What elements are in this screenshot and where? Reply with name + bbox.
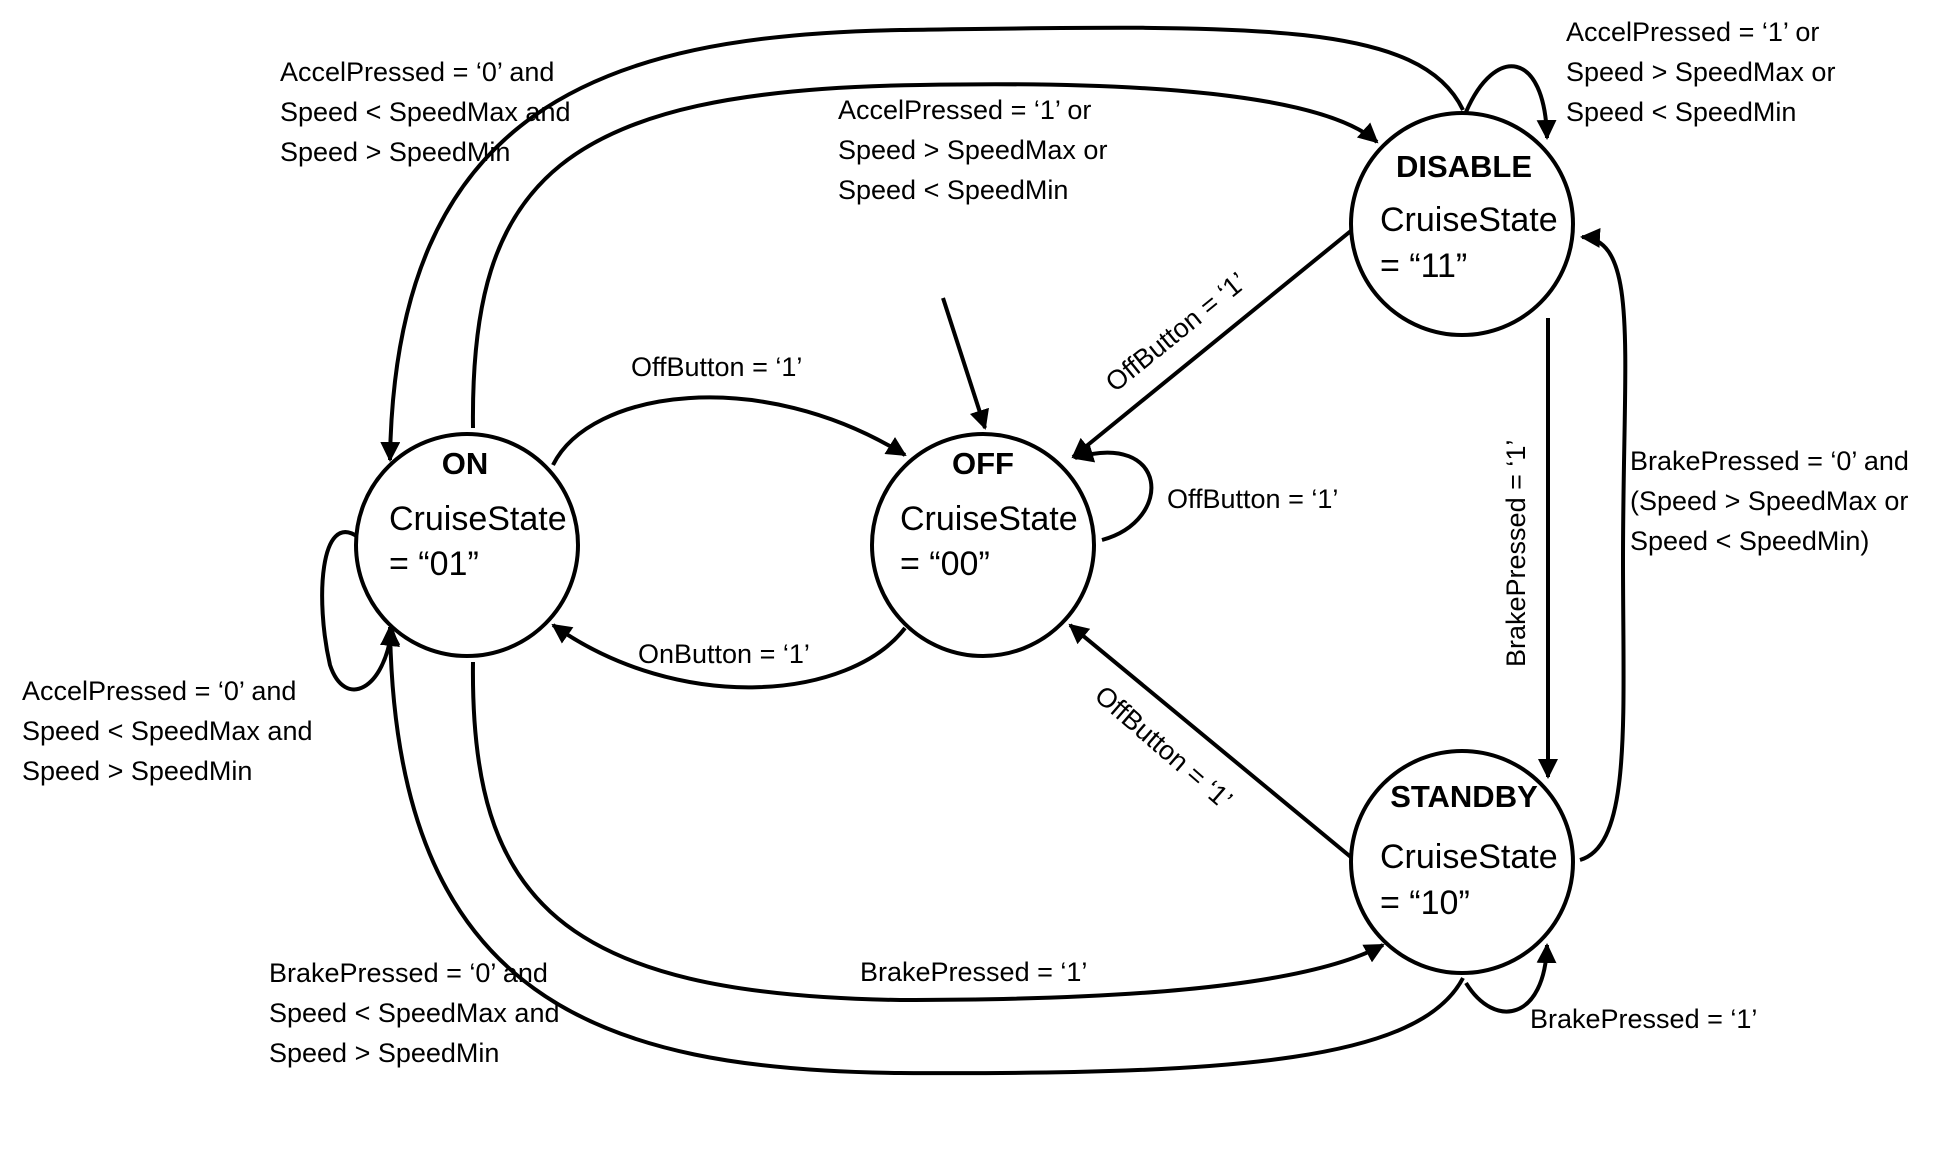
label-line: AccelPressed = ‘1’ or xyxy=(838,95,1091,125)
label-on-to-disable: AccelPressed = ‘1’ or Speed > SpeedMax o… xyxy=(838,95,1107,205)
label-standby-to-disable: BrakePressed = ‘0’ and (Speed > SpeedMax… xyxy=(1630,446,1909,556)
label-line: Speed > SpeedMax or xyxy=(1566,57,1835,87)
state-standby-name: STANDBY xyxy=(1390,779,1538,814)
edge-standby-to-disable xyxy=(1579,227,1628,862)
label-line: Speed < SpeedMin xyxy=(838,175,1068,205)
edge-standby-to-on xyxy=(380,625,1465,1076)
edge-on-to-disable xyxy=(470,82,1379,429)
label-line: Speed > SpeedMin xyxy=(280,137,510,167)
edge-off-to-on xyxy=(551,623,907,690)
state-on-name: ON xyxy=(442,446,489,481)
edge-off-self xyxy=(1073,443,1154,542)
edge-standby-to-off xyxy=(1068,623,1354,860)
label-line: Speed > SpeedMax or xyxy=(838,135,1107,165)
edge-on-to-off xyxy=(551,395,907,466)
edge-initial-to-off xyxy=(941,297,989,430)
state-disable-line1: CruiseState xyxy=(1380,201,1558,239)
label-on-self: AccelPressed = ‘0’ and Speed < SpeedMax … xyxy=(22,676,312,786)
edge-on-self xyxy=(320,530,400,692)
label-standby-to-on: BrakePressed = ‘0’ and Speed < SpeedMax … xyxy=(269,958,559,1068)
edge-standby-self xyxy=(1464,943,1557,1014)
state-off-line2: = “00” xyxy=(900,545,990,583)
edge-on-to-standby xyxy=(470,661,1385,1003)
label-line: AccelPressed = ‘1’ or xyxy=(1566,17,1819,47)
label-off-self: OffButton = ‘1’ xyxy=(1167,484,1338,514)
label-on-to-standby: BrakePressed = ‘1’ xyxy=(860,957,1087,987)
edge-disable-self xyxy=(1464,64,1557,140)
label-line: Speed < SpeedMax and xyxy=(280,97,570,127)
label-line: Speed < SpeedMax and xyxy=(269,998,559,1028)
state-disable-name: DISABLE xyxy=(1396,149,1532,184)
label-line: BrakePressed = ‘0’ and xyxy=(1630,446,1909,476)
state-on-line2: = “01” xyxy=(389,545,479,583)
state-disable-line2: = “11” xyxy=(1380,247,1467,285)
label-line: (Speed > SpeedMax or xyxy=(1630,486,1908,516)
state-on-line1: CruiseState xyxy=(389,500,567,538)
edge-disable-to-off xyxy=(1071,228,1354,459)
label-line: Speed < SpeedMin) xyxy=(1630,526,1869,556)
label-line: AccelPressed = ‘0’ and xyxy=(280,57,554,87)
state-standby: STANDBY CruiseState = “10” xyxy=(1349,749,1575,975)
state-off: OFF CruiseState = “00” xyxy=(870,432,1096,658)
label-on-to-off: OffButton = ‘1’ xyxy=(631,352,802,382)
state-disable: DISABLE CruiseState = “11” xyxy=(1349,111,1575,337)
label-line: Speed > SpeedMin xyxy=(22,756,252,786)
label-line: Speed < SpeedMin xyxy=(1566,97,1796,127)
edge-disable-to-on xyxy=(380,25,1465,462)
label-line: BrakePressed = ‘0’ and xyxy=(269,958,548,988)
label-line: Speed > SpeedMin xyxy=(269,1038,499,1068)
label-disable-self: AccelPressed = ‘1’ or Speed > SpeedMax o… xyxy=(1566,17,1835,127)
state-standby-line2: = “10” xyxy=(1380,884,1470,922)
label-line: Speed < SpeedMax and xyxy=(22,716,312,746)
label-line: AccelPressed = ‘0’ and xyxy=(22,676,296,706)
state-off-name: OFF xyxy=(952,446,1014,481)
state-off-line1: CruiseState xyxy=(900,500,1078,538)
label-off-to-on: OnButton = ‘1’ xyxy=(638,639,810,669)
state-on: ON CruiseState = “01” xyxy=(354,432,580,658)
label-disable-to-on: AccelPressed = ‘0’ and Speed < SpeedMax … xyxy=(280,57,570,167)
label-standby-self: BrakePressed = ‘1’ xyxy=(1530,1004,1757,1034)
label-disable-to-standby: BrakePressed = ‘1’ xyxy=(1501,440,1531,667)
state-standby-line1: CruiseState xyxy=(1380,838,1558,876)
